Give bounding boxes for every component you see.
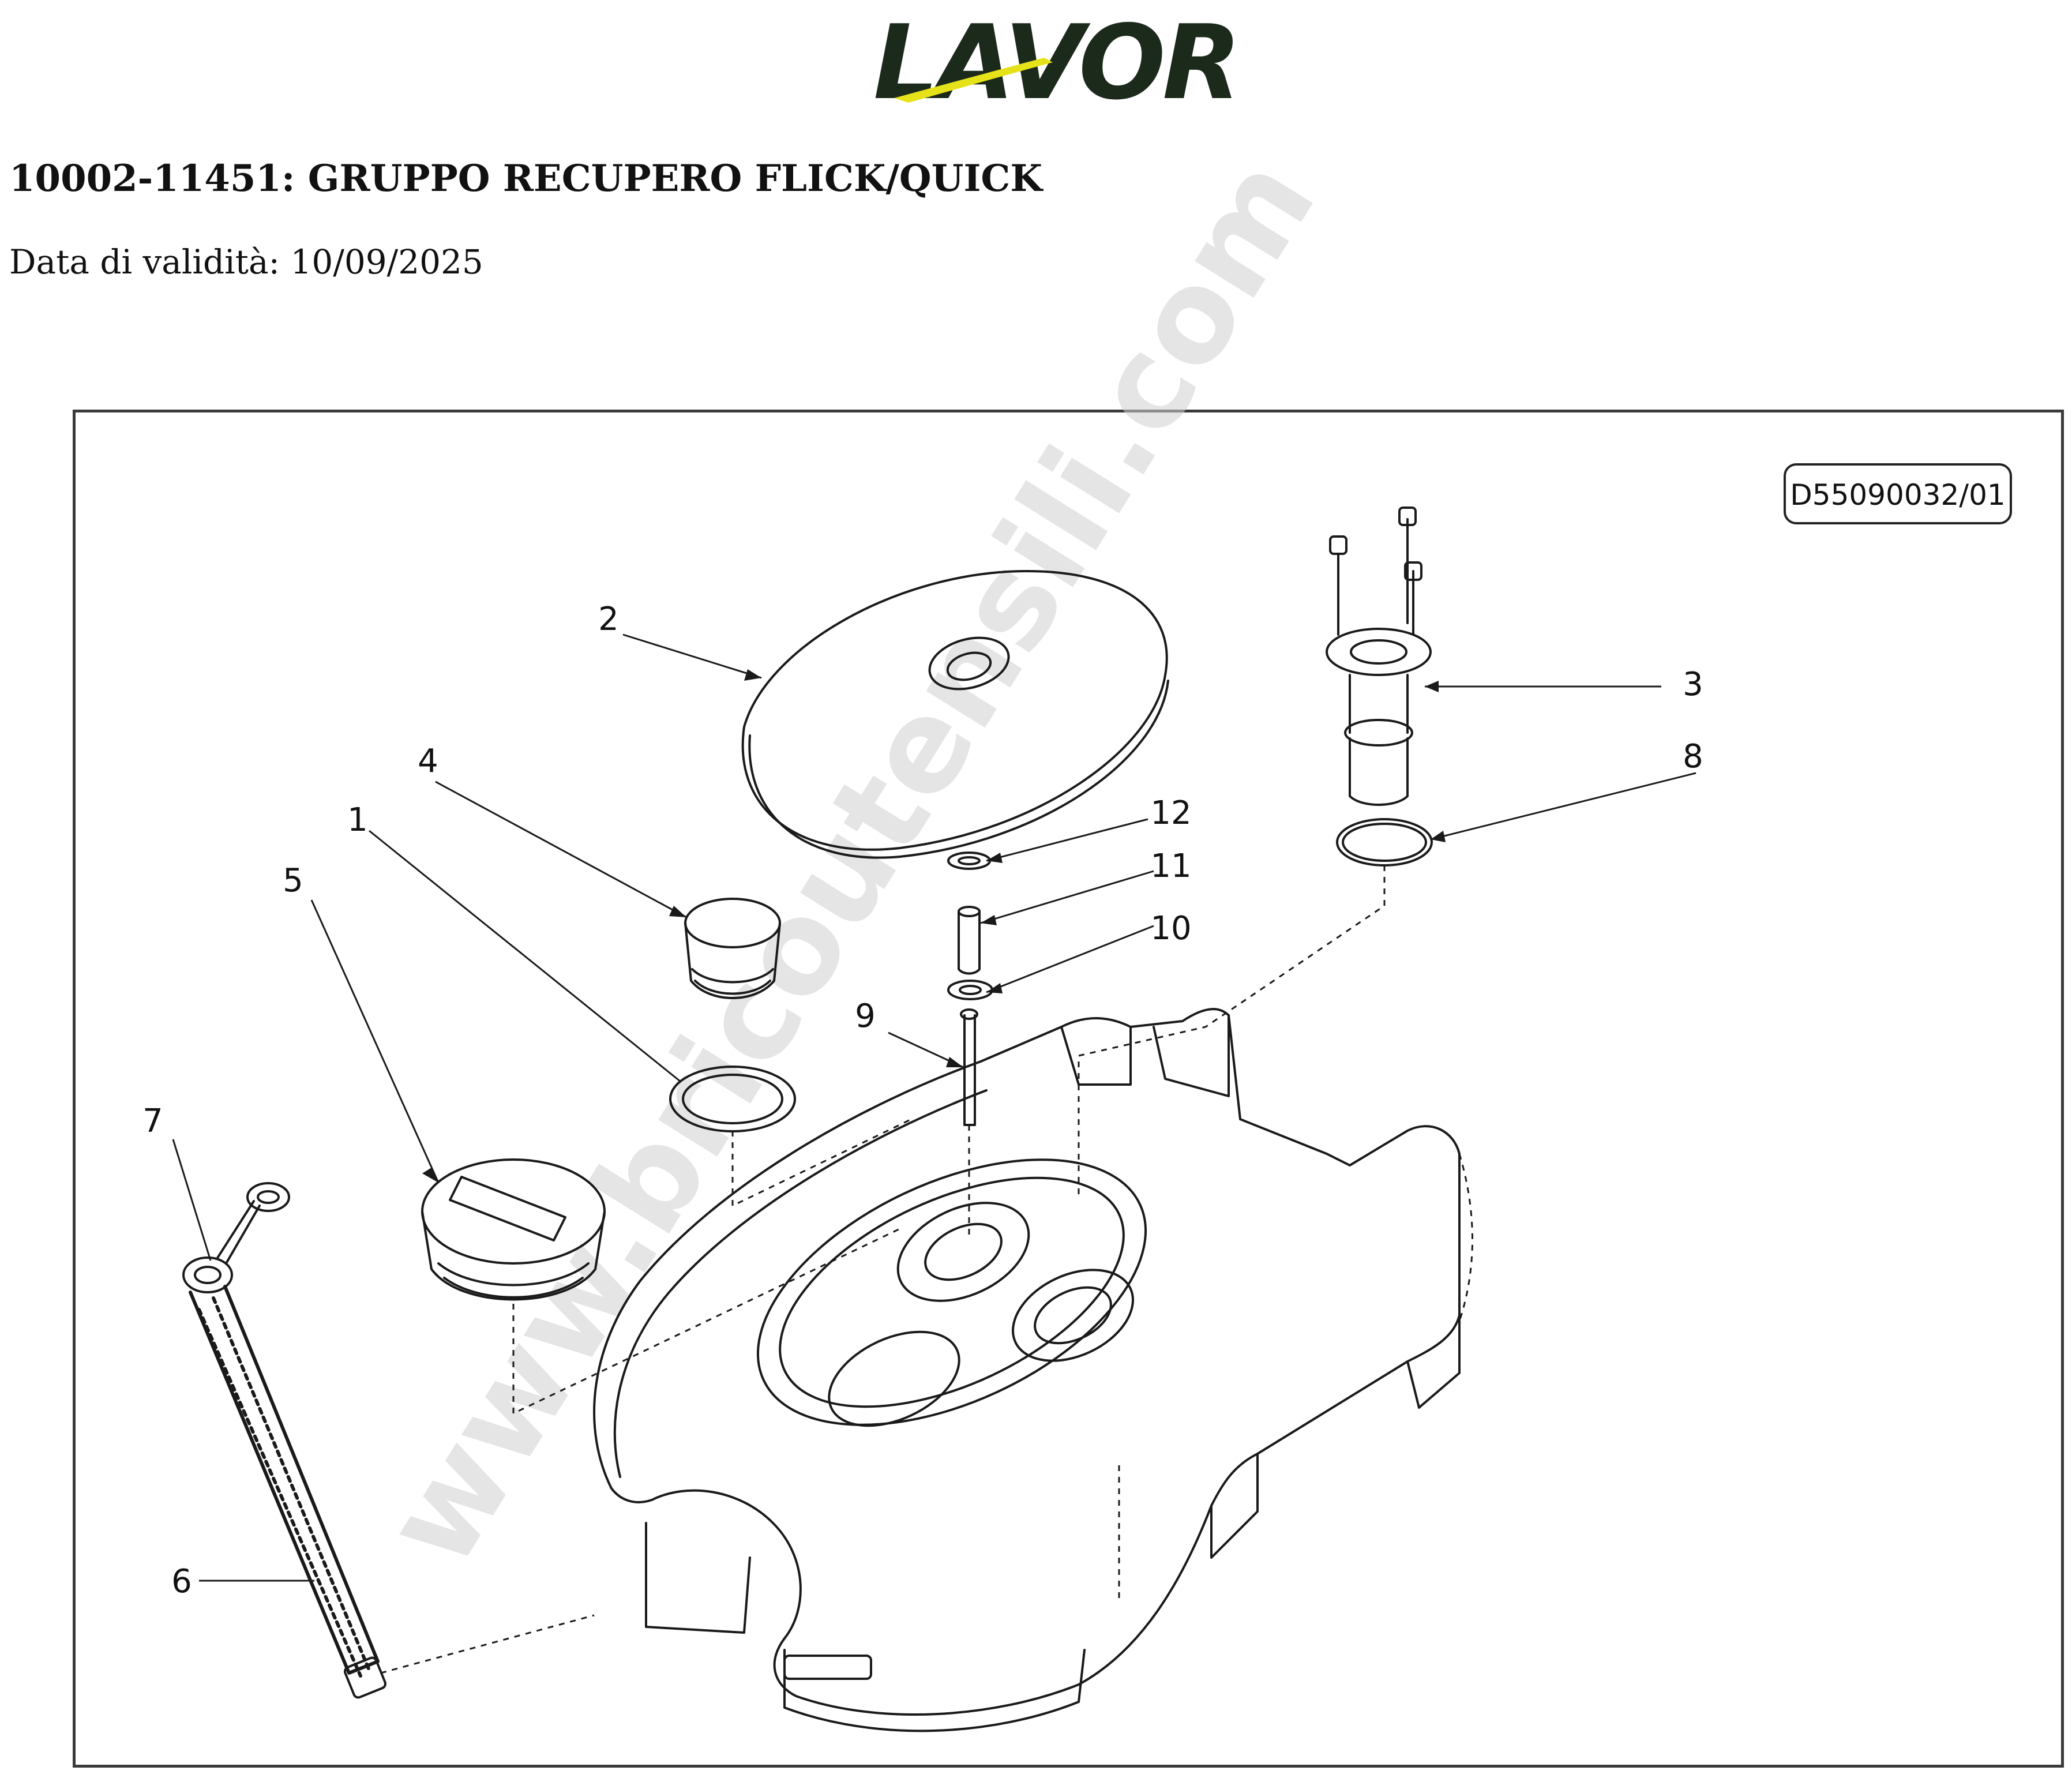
callout-7: 7 xyxy=(142,1102,163,1140)
part-12-washer xyxy=(947,852,991,870)
part-5-cap xyxy=(421,1158,606,1301)
watermark-text: www.bricoutensili.com xyxy=(356,132,1343,1591)
callout-10: 10 xyxy=(1150,910,1191,947)
callout-8: 8 xyxy=(1683,738,1703,775)
drawing-code: D55090032/01 xyxy=(1790,478,2005,512)
part-2-cover xyxy=(741,570,1169,859)
part-7-connector xyxy=(182,1182,290,1293)
part-8-oring xyxy=(1336,818,1433,867)
callout-11: 11 xyxy=(1150,847,1191,885)
callout-labels: 1 2 3 4 5 6 7 8 9 10 11 12 xyxy=(142,601,1703,1600)
validity-line: Data di validità: 10/09/2025 xyxy=(9,242,483,282)
part-4-plug xyxy=(684,898,781,999)
lavor-logo: LAVOR xyxy=(873,12,1241,110)
drawing-frame xyxy=(73,410,2064,1768)
callout-12: 12 xyxy=(1150,794,1191,832)
callout-4: 4 xyxy=(418,742,438,780)
logo-swoosh xyxy=(894,58,1053,103)
leader-arrowheads xyxy=(422,669,1446,1183)
callout-5: 5 xyxy=(283,862,303,899)
callout-6: 6 xyxy=(171,1563,192,1600)
validity-date: 10/09/2025 xyxy=(290,242,483,282)
callout-2: 2 xyxy=(598,601,619,638)
page-title: 10002-11451: GRUPPO RECUPERO FLICK/QUICK xyxy=(9,157,1042,200)
part-3-filter xyxy=(1326,507,1432,806)
validity-label: Data di validità: xyxy=(9,242,280,282)
part-11-bushing xyxy=(958,906,981,975)
callout-9: 9 xyxy=(855,997,876,1035)
part-9-pin xyxy=(960,1008,978,1126)
drawing-code-box: D55090032/01 xyxy=(1784,463,2012,524)
part-10-washer xyxy=(947,980,993,1000)
tank-body xyxy=(593,1008,1461,1732)
part-6-hose xyxy=(189,1285,386,1699)
assembly-lines xyxy=(380,865,1473,1674)
callout-1: 1 xyxy=(347,801,368,839)
callout-3: 3 xyxy=(1683,666,1703,703)
